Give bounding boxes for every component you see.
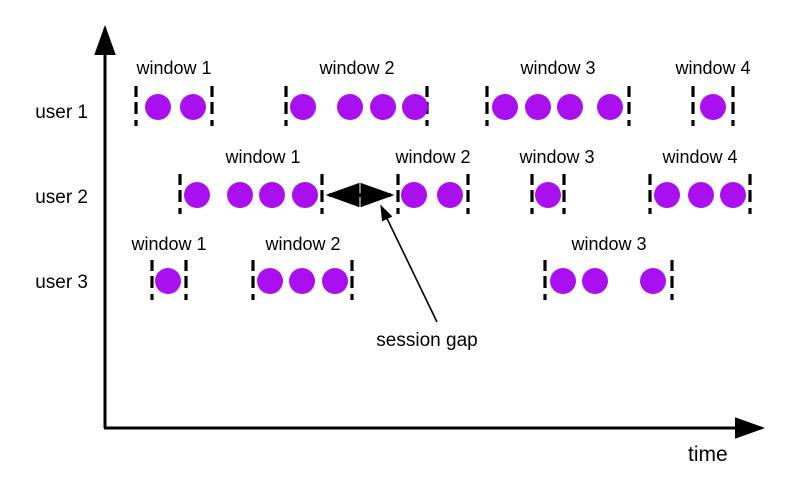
event-dot — [184, 182, 210, 208]
event-dot — [322, 268, 348, 294]
event-dot — [720, 182, 746, 208]
event-dot — [654, 182, 680, 208]
axes-group — [94, 25, 765, 439]
event-dot — [257, 268, 283, 294]
window-label-u3-w3: window 3 — [571, 234, 647, 254]
event-dot — [535, 182, 561, 208]
event-dot — [525, 94, 551, 120]
session-gap-leader-line — [380, 204, 438, 323]
event-dot — [700, 94, 726, 120]
event-dot — [145, 94, 171, 120]
annotation-vectors-group — [325, 182, 438, 323]
event-dot — [401, 182, 427, 208]
window-label-u3-w1: window 1 — [131, 234, 207, 254]
window-label-u2-w1: window 1 — [225, 147, 301, 167]
window-label-u2-w2: window 2 — [395, 147, 471, 167]
window-label-u1-w3: window 3 — [520, 58, 596, 78]
event-dot — [640, 268, 666, 294]
session-gap-label: session gap — [376, 330, 478, 351]
event-dot — [582, 268, 608, 294]
window-label-u1-w1: window 1 — [136, 58, 212, 78]
event-dot — [290, 94, 316, 120]
event-dot — [289, 268, 315, 294]
window-label-u1-w2: window 2 — [319, 58, 395, 78]
event-dot — [437, 182, 463, 208]
event-dots-group — [145, 94, 746, 294]
window-label-u1-w4: window 4 — [675, 58, 751, 78]
window-label-u2-w3: window 3 — [519, 147, 595, 167]
event-dot — [557, 94, 583, 120]
user-row-label-1: user 1 — [35, 102, 88, 123]
event-dot — [402, 94, 428, 120]
window-label-u3-w2: window 2 — [265, 234, 341, 254]
event-dot — [337, 94, 363, 120]
event-dot — [492, 94, 518, 120]
event-dot — [155, 268, 181, 294]
event-dot — [370, 94, 396, 120]
event-dot — [292, 182, 318, 208]
x-axis-label: time — [688, 443, 728, 466]
user-row-label-3: user 3 — [35, 272, 88, 293]
event-dot — [180, 94, 206, 120]
event-dot — [227, 182, 253, 208]
event-dot — [597, 94, 623, 120]
window-label-u2-w4: window 4 — [662, 147, 738, 167]
event-dot — [259, 182, 285, 208]
event-dot — [550, 268, 576, 294]
event-dot — [688, 182, 714, 208]
user-row-label-2: user 2 — [35, 187, 88, 208]
